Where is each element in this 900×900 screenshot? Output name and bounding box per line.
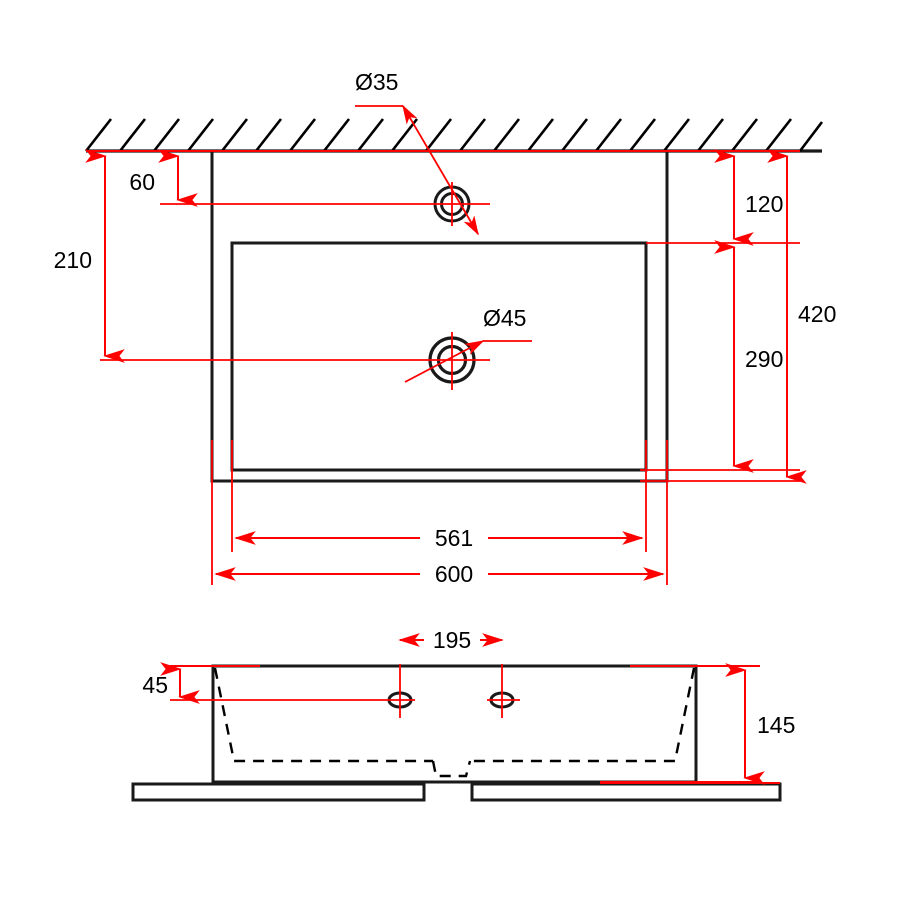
front-view-basin-profile-dashed xyxy=(213,667,696,778)
tap-hole-leader xyxy=(355,104,479,236)
dimension-195: 195 xyxy=(398,625,504,653)
dimension-420: 420 xyxy=(767,149,836,484)
drain-hole-circle-group xyxy=(100,332,490,390)
dimension-145-label: 145 xyxy=(757,712,795,738)
dimension-210: 210 xyxy=(54,149,125,363)
tap-hole-diameter-label: Ø35 xyxy=(355,69,398,95)
dimension-210-label: 210 xyxy=(54,247,92,273)
dimension-561: 561 xyxy=(234,522,644,552)
front-view-hole-left xyxy=(170,664,415,718)
dimension-600-label: 600 xyxy=(435,561,473,587)
front-view-hole-right xyxy=(487,664,520,718)
dimension-600: 600 xyxy=(214,558,665,588)
dimension-420-label: 420 xyxy=(798,301,836,327)
top-view-outer-outline xyxy=(210,152,669,483)
dimension-45: 45 xyxy=(142,662,200,704)
dimension-145: 145 xyxy=(725,663,795,785)
dimension-120-label: 120 xyxy=(745,191,783,217)
dimension-60-label: 60 xyxy=(129,169,155,195)
dimension-60: 60 xyxy=(129,149,198,207)
drain-hole-leader xyxy=(404,340,532,383)
drain-hole-diameter-label: Ø45 xyxy=(483,305,526,331)
bottom-extension-lines xyxy=(211,440,668,585)
dimension-195-label: 195 xyxy=(433,627,471,653)
dimension-290-label: 290 xyxy=(745,346,783,372)
dimension-561-label: 561 xyxy=(435,525,473,551)
dimension-45-label: 45 xyxy=(142,672,168,698)
